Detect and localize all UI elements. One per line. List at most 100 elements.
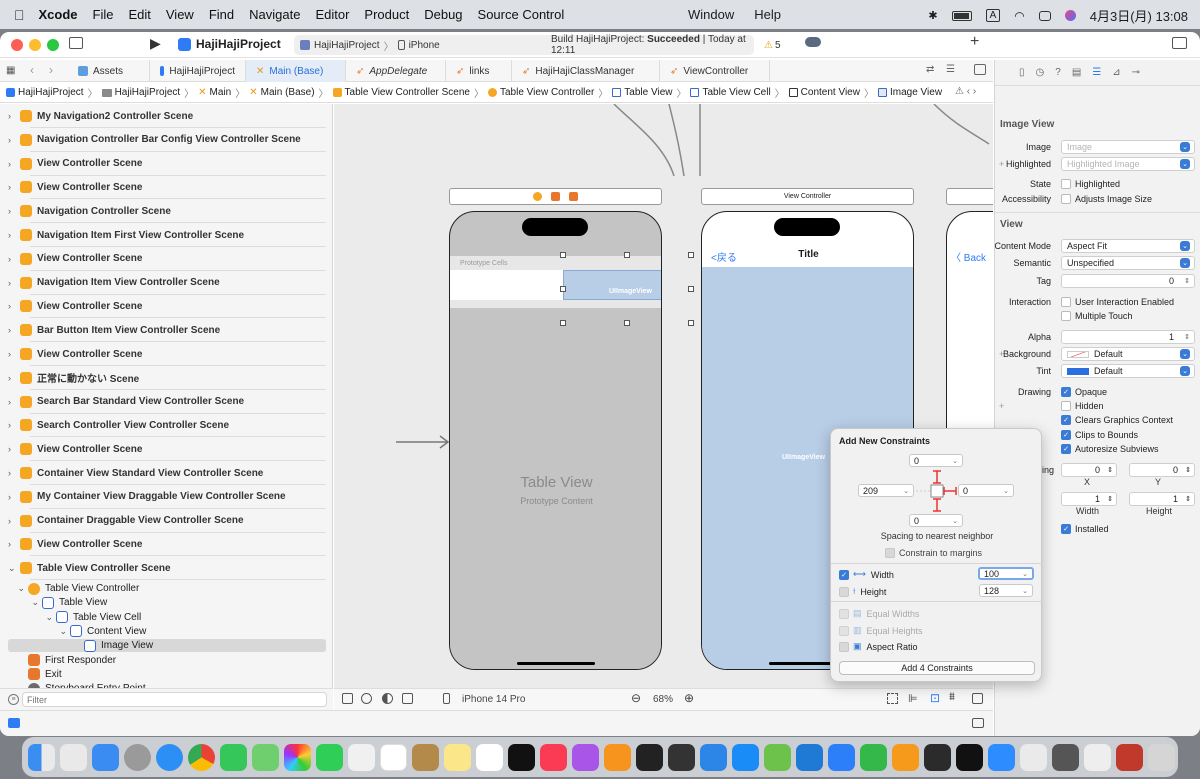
plus-icon[interactable]: + xyxy=(999,159,1005,169)
dictionary-icon[interactable] xyxy=(1116,743,1143,771)
trash-icon[interactable] xyxy=(1148,743,1175,771)
clock[interactable]: 4月3日(月) 13:08 xyxy=(1089,9,1188,24)
right-constraint-field[interactable]: 0⌄ xyxy=(958,484,1014,497)
maps-icon[interactable] xyxy=(252,743,279,771)
forward-arrow-icon[interactable]: › xyxy=(49,63,53,77)
chevron-down-icon[interactable]: ⌄ xyxy=(952,517,958,525)
minimize-window-button[interactable] xyxy=(29,39,41,51)
crumb-controller[interactable]: Table View Controller xyxy=(487,87,594,98)
stretch-y-field[interactable]: 0⇕ xyxy=(1129,463,1195,477)
chevron-down-icon[interactable]: ⌄ xyxy=(1180,241,1190,251)
crumb-main-base[interactable]: ✕Main (Base) xyxy=(249,87,314,98)
chevron-right-icon[interactable]: › xyxy=(8,111,11,121)
console-toggle-icon[interactable] xyxy=(8,718,20,728)
hidden-checkbox[interactable]: Hidden xyxy=(1061,401,1104,411)
close-window-button[interactable] xyxy=(11,39,23,51)
menu-edit[interactable]: Edit xyxy=(117,7,150,22)
stepper-icon[interactable]: ⇕ xyxy=(1185,467,1191,474)
related-items-icon[interactable]: ⇄ xyxy=(926,64,935,75)
adjusts-image-size-checkbox[interactable]: Adjusts Image Size xyxy=(1061,194,1152,204)
chevron-right-icon[interactable]: › xyxy=(8,539,11,550)
autoresize-subviews-checkbox[interactable]: ✓Autoresize Subviews xyxy=(1061,444,1159,454)
device-label[interactable]: iPhone 14 Pro xyxy=(462,694,526,705)
scene-row[interactable]: ›Bar Button Item View Controller Scene xyxy=(8,320,326,340)
contacts-icon[interactable] xyxy=(348,743,375,771)
notes-folder-icon[interactable] xyxy=(412,743,439,771)
embed-in-icon[interactable] xyxy=(972,693,983,704)
chevron-down-icon[interactable]: ⌄ xyxy=(1180,159,1190,169)
apple-menu-icon[interactable]:  xyxy=(14,7,25,23)
battery-icon[interactable] xyxy=(951,10,972,21)
add-icon[interactable]: + xyxy=(970,33,980,50)
resize-handle[interactable] xyxy=(560,252,566,258)
scene-row[interactable]: ›正常に動かない Scene xyxy=(8,368,326,388)
chevron-right-icon[interactable]: › xyxy=(8,158,11,169)
chevron-right-icon[interactable]: › xyxy=(8,491,11,502)
menu-product[interactable]: Product xyxy=(353,7,409,22)
chevron-right-icon[interactable]: › xyxy=(8,277,11,288)
scene-row[interactable]: ›Navigation Controller Bar Config View C… xyxy=(8,130,326,150)
alpha-stepper[interactable]: 1⇕ xyxy=(1061,330,1195,344)
stepper-icon[interactable]: ⇕ xyxy=(1107,467,1113,474)
scene-row[interactable]: ›View Controller Scene xyxy=(8,154,326,174)
app-store-icon[interactable] xyxy=(732,743,759,771)
messages-icon[interactable] xyxy=(220,743,247,771)
connections-inspector-icon[interactable]: ⊸ xyxy=(1131,67,1141,78)
multiple-touch-checkbox[interactable]: Multiple Touch xyxy=(1061,311,1132,321)
facetime-icon[interactable] xyxy=(316,743,343,771)
top-constraint-field[interactable]: 0⌄ xyxy=(909,454,963,467)
crumb-content-view[interactable]: Content View xyxy=(788,87,860,98)
chevron-down-icon[interactable]: ⌄ xyxy=(45,611,53,622)
chevron-down-icon[interactable]: ⌄ xyxy=(952,457,958,465)
history-inspector-icon[interactable]: ◷ xyxy=(1035,67,1045,78)
content-mode-select[interactable]: Aspect Fit⌄ xyxy=(1061,239,1195,253)
warning-icon[interactable]: ⚠ xyxy=(764,39,773,51)
safari-icon[interactable] xyxy=(156,743,183,771)
plus-icon[interactable]: + xyxy=(999,349,1005,359)
attributes-inspector-icon[interactable]: ☰ xyxy=(1092,67,1102,78)
menu-help[interactable]: Help xyxy=(754,7,781,22)
tab-hajihajiclassmanager[interactable]: ➶HajiHajiClassManager xyxy=(512,60,660,82)
xcode-dock-icon[interactable] xyxy=(700,743,727,771)
tab-project[interactable]: HajiHajiProject xyxy=(150,60,246,82)
tag-stepper[interactable]: 0⇕ xyxy=(1061,274,1195,288)
size-inspector-icon[interactable]: ⊿ xyxy=(1112,67,1121,78)
file-inspector-icon[interactable]: ▯ xyxy=(1019,67,1025,78)
scheme-name[interactable]: HajiHajiProject xyxy=(314,39,380,51)
scene-header-partial[interactable] xyxy=(946,188,993,205)
crumb-scene[interactable]: Table View Controller Scene xyxy=(332,87,470,98)
scene-row[interactable]: ›View Controller Scene xyxy=(8,249,326,269)
filter-input[interactable] xyxy=(22,692,327,707)
screen-icon[interactable] xyxy=(1052,743,1079,771)
launchpad-icon[interactable] xyxy=(60,743,87,771)
crumb-main[interactable]: ✕Main xyxy=(198,87,231,98)
resize-handle[interactable] xyxy=(624,252,630,258)
chevron-right-icon[interactable]: › xyxy=(8,206,11,217)
zoom-level[interactable]: 68% xyxy=(653,694,674,705)
scene-row[interactable]: ›Navigation Item View Controller Scene xyxy=(8,273,326,293)
crumb-table-view[interactable]: Table View xyxy=(612,87,672,98)
outline-item[interactable]: Exit xyxy=(8,668,326,681)
control-center-icon[interactable] xyxy=(1038,10,1051,21)
stretch-x-field[interactable]: 0⇕ xyxy=(1061,463,1117,477)
image-combo[interactable]: Image⌄ xyxy=(1061,140,1195,154)
help-inspector-icon[interactable]: ? xyxy=(1055,67,1061,78)
height-checkbox[interactable]: ⟊Height xyxy=(839,586,886,597)
chevron-down-icon[interactable]: ⌄ xyxy=(17,583,25,593)
stretch-width-field[interactable]: 1⇕ xyxy=(1061,492,1117,506)
back-button[interactable]: <戻る xyxy=(711,253,737,264)
chevron-right-icon[interactable]: › xyxy=(8,134,11,145)
outline-item[interactable]: ⌄Table View Controller xyxy=(8,582,326,595)
crumb-image-view[interactable]: Image View xyxy=(877,87,942,98)
menu-window[interactable]: Window xyxy=(688,7,735,22)
add-constraints-button[interactable]: Add 4 Constraints xyxy=(839,661,1035,675)
chevron-down-icon[interactable]: ⌄ xyxy=(1180,142,1190,152)
chevron-down-icon[interactable]: ⌄ xyxy=(1022,587,1028,595)
chevron-down-icon[interactable]: ⌄ xyxy=(903,487,909,495)
wifi-icon[interactable]: ◠ xyxy=(1014,8,1025,23)
device-name[interactable]: iPhone xyxy=(408,39,440,51)
issue-prev-icon[interactable]: ⚠ ‹ › xyxy=(955,86,977,97)
menu-find[interactable]: Find xyxy=(198,7,234,22)
constrain-to-margins-checkbox[interactable]: Constrain to margins xyxy=(885,548,982,558)
tab-appdelegate[interactable]: ➶AppDelegate xyxy=(346,60,446,82)
